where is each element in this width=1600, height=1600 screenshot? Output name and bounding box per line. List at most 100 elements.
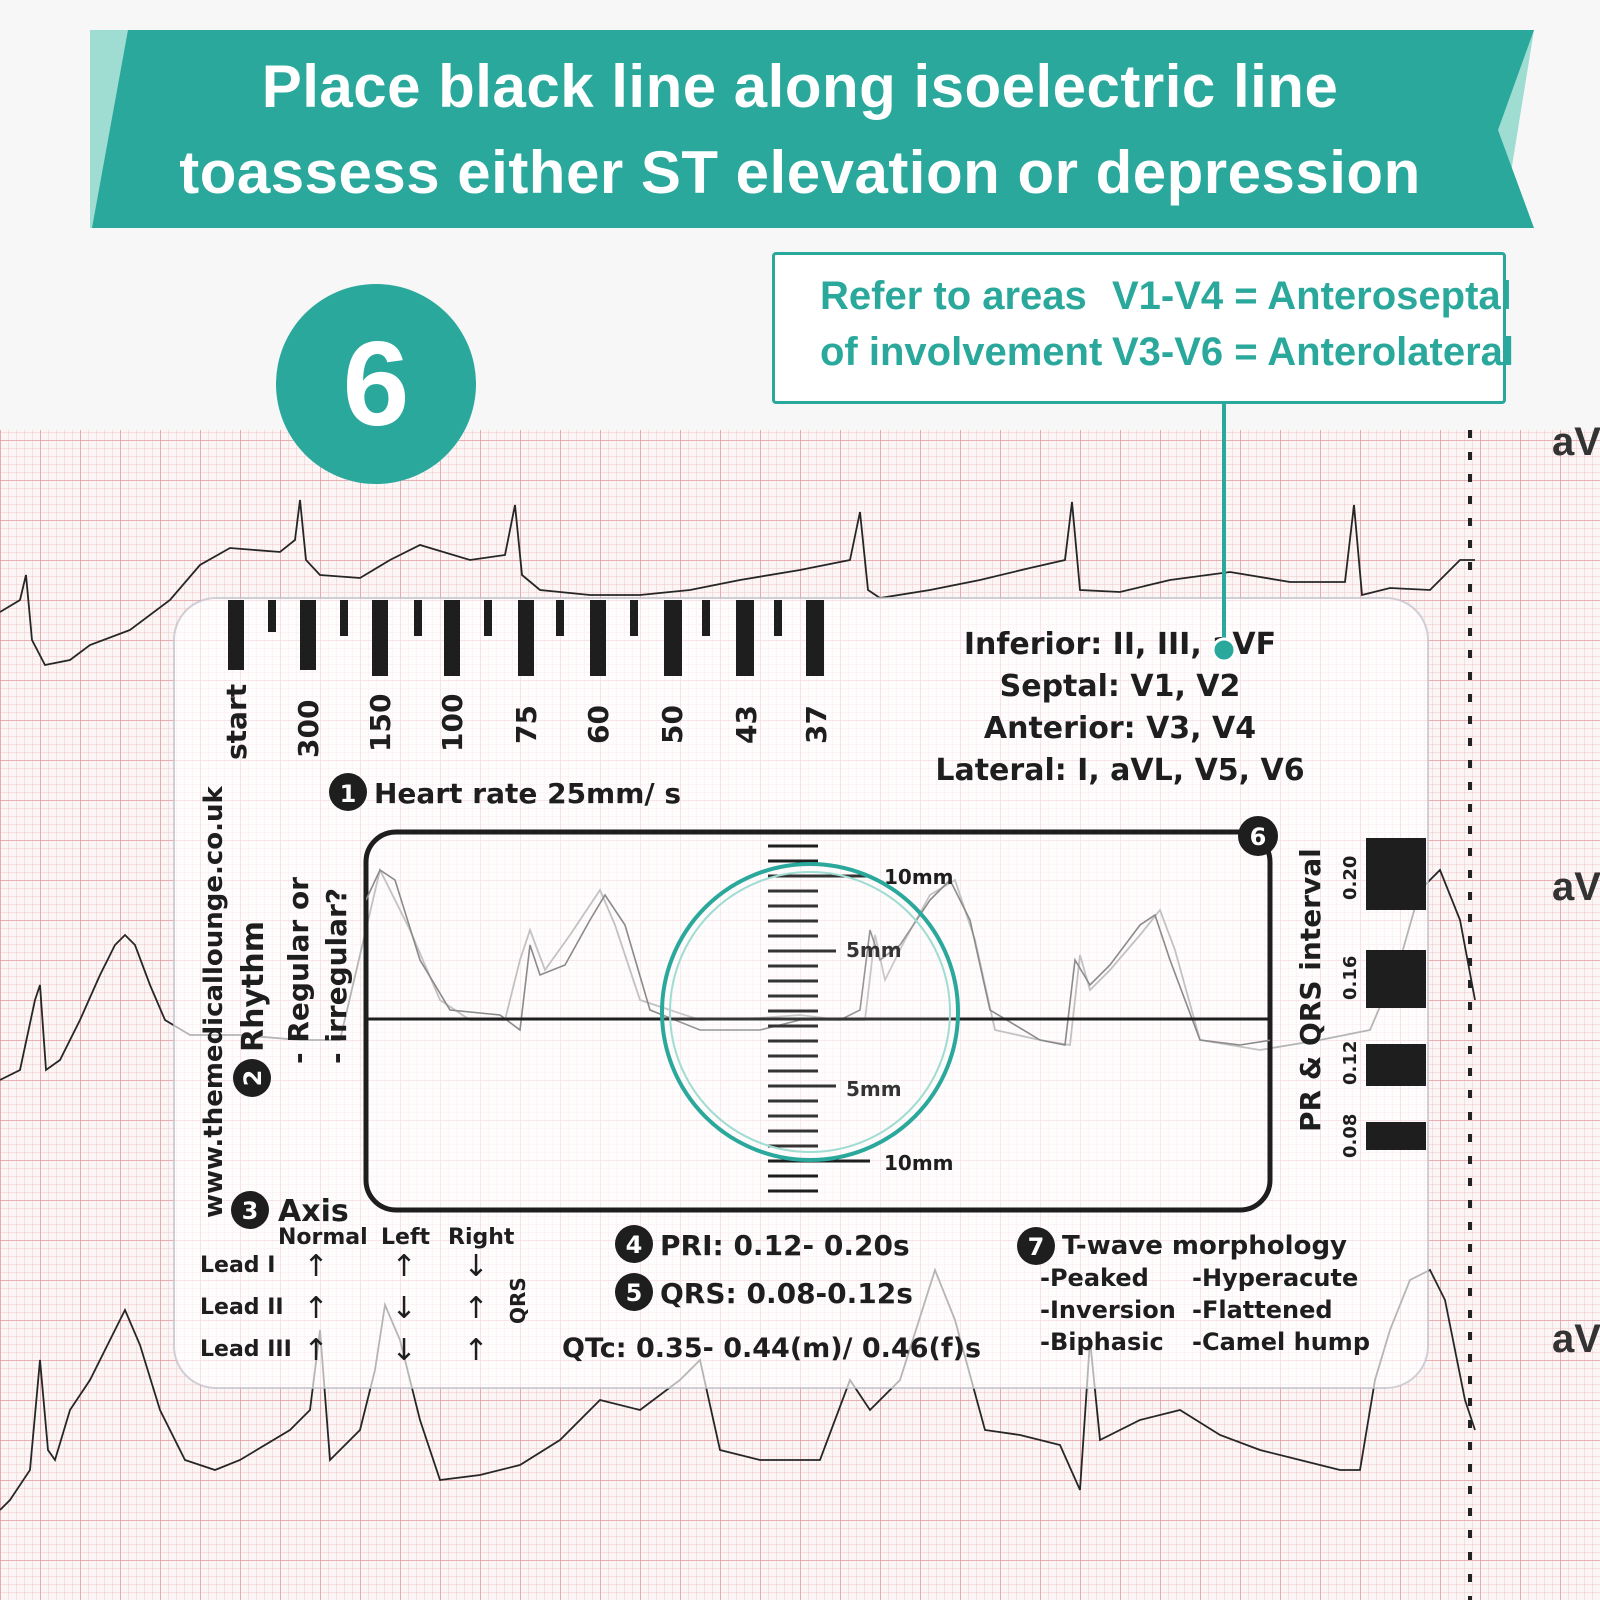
axis-arrow-i-normal: ↑: [303, 1249, 328, 1284]
rhythm-option-regular: - Regular or: [282, 877, 315, 1064]
ecg-ruler-card: start 300 150 100 75 60 50 43 37 www.the…: [173, 597, 1429, 1389]
rate-labels: start 300 150 100 75 60 50 43 37: [220, 684, 833, 760]
lead-label-bottom: aV: [1552, 1317, 1600, 1361]
twave-biphasic: -Biphasic: [1040, 1328, 1164, 1356]
step-5-badge: [615, 1273, 653, 1311]
interval-block-012: [1366, 1044, 1426, 1086]
axis-header-normal: Normal: [278, 1225, 368, 1250]
axis-arrow-ii-left: ↓: [391, 1291, 416, 1326]
axis-arrow-iii-left: ↓: [391, 1333, 416, 1368]
axis-header-left: Left: [381, 1225, 431, 1250]
banner-title-line-1: Place black line along isoelectric line: [261, 53, 1339, 120]
callout-refer-line-1: Refer to areas: [820, 274, 1087, 318]
banner: [92, 30, 1534, 228]
rhythm-section: 2 Rhythm - Regular or - irregular?: [233, 877, 353, 1097]
rate-label-37: 37: [800, 705, 833, 744]
interval-value-016: 0.16: [1340, 956, 1361, 1000]
step-6-badge: [1238, 816, 1278, 856]
step-badge: [276, 284, 476, 484]
twave-peaked: -Peaked: [1040, 1264, 1149, 1292]
mm-label-10-top: 10mm: [884, 865, 954, 889]
interval-block-008: [1366, 1122, 1426, 1150]
mm-label-5-bottom: 5mm: [846, 1077, 902, 1101]
axis-header-right: Right: [448, 1225, 515, 1250]
interval-scale-blocks: [1366, 838, 1426, 1150]
step-4-number: 4: [626, 1231, 643, 1259]
mm-label-10-bottom: 10mm: [884, 1151, 954, 1175]
twave-flattened: -Flattened: [1192, 1296, 1333, 1324]
interval-value-012: 0.12: [1340, 1041, 1361, 1085]
callout-refer-line-2: of involvement: [820, 330, 1103, 374]
step-3-badge: [231, 1191, 269, 1229]
interval-value-008: 0.08: [1340, 1114, 1361, 1158]
magnifier-lens-inner: [669, 871, 951, 1153]
interval-block-020: [1366, 838, 1426, 910]
step-1-badge: [329, 773, 367, 811]
axis-title: Axis: [278, 1194, 349, 1229]
banner-title-line-2: toassess either ST elevation or depressi…: [179, 139, 1421, 206]
lead-label-top: aV: [1552, 420, 1600, 464]
interval-scale-values: 0.20 0.16 0.12 0.08: [1340, 856, 1361, 1158]
step-5-number: 5: [626, 1279, 643, 1307]
lead-label-middle: aV: [1552, 865, 1600, 909]
axis-arrow-iii-right: ↑: [463, 1333, 488, 1368]
step-1-number: 1: [340, 780, 357, 808]
ecg-trace-top: [0, 499, 1475, 667]
heart-rate-label: Heart rate 25mm/ s: [374, 777, 681, 810]
step-2-badge: [233, 1059, 271, 1097]
mm-label-5-top: 5mm: [846, 938, 902, 962]
axis-arrow-ii-right: ↑: [463, 1291, 488, 1326]
callout-pointer-dot: [1211, 637, 1237, 663]
twave-list: -Peaked -Inversion -Biphasic -Hyperacute…: [1040, 1264, 1370, 1356]
axis-arrow-iii-normal: ↑: [303, 1333, 328, 1368]
axis-lead-1: Lead I: [200, 1253, 275, 1278]
rate-label-100: 100: [436, 694, 469, 752]
step-number: 6: [342, 317, 410, 451]
rate-label-43: 43: [730, 705, 763, 744]
step-6-ruler-number: 6: [1250, 823, 1267, 851]
involvement-callout: [772, 252, 1506, 404]
step-4-badge: [615, 1225, 653, 1263]
rate-label-60: 60: [582, 705, 615, 744]
step-3-number: 3: [242, 1197, 259, 1225]
rate-label-75: 75: [510, 705, 543, 744]
twave-inversion: -Inversion: [1040, 1296, 1176, 1324]
axis-lead-2: Lead II: [200, 1295, 284, 1320]
axis-arrow-ii-normal: ↑: [303, 1291, 328, 1326]
website-url: www.themedicallounge.co.uk: [199, 785, 229, 1218]
axis-arrows: ↑ ↑ ↓ ↑ ↓ ↑ ↑ ↓ ↑: [303, 1249, 488, 1368]
step-7-badge: [1017, 1227, 1055, 1265]
interval-value-020: 0.20: [1340, 856, 1361, 900]
pri-range: PRI: 0.12- 0.20s: [660, 1229, 910, 1262]
callout-anterolateral: V3-V6 = Anterolateral: [1112, 330, 1515, 374]
territory-septal: Septal: V1, V2: [1000, 669, 1241, 704]
interval-scale-title: PR & QRS interval: [1294, 848, 1327, 1132]
axis-qrs-label: QRS: [506, 1277, 530, 1324]
rhythm-title: Rhythm: [236, 921, 271, 1052]
qrs-range: QRS: 0.08-0.12s: [660, 1277, 913, 1310]
st-window: 10mm 5mm 5mm 10mm 6: [363, 816, 1278, 1213]
st-window-ecg: [366, 868, 1270, 1046]
axis-lead-3: Lead III: [200, 1337, 292, 1362]
step-7-number: 7: [1028, 1233, 1045, 1261]
magnifier-lens: [660, 862, 960, 1162]
twave-camel-hump: -Camel hump: [1192, 1328, 1370, 1356]
axis-arrow-i-right: ↓: [463, 1249, 488, 1284]
territory-anterior: Anterior: V3, V4: [984, 711, 1256, 746]
twave-hyperacute: -Hyperacute: [1192, 1264, 1358, 1292]
axis-table: Normal Left Right Lead I Lead II Lead II…: [200, 1225, 515, 1362]
rhythm-option-irregular: - irregular?: [320, 888, 353, 1064]
callout-anteroseptal: V1-V4 = Anteroseptal: [1112, 274, 1512, 318]
mm-scale-labels: 10mm 5mm 5mm 10mm: [846, 865, 954, 1175]
twave-title: T-wave morphology: [1062, 1231, 1347, 1261]
rate-label-start: start: [220, 684, 253, 760]
rate-label-150: 150: [364, 694, 397, 752]
rate-tick-bars: [228, 600, 824, 676]
rate-label-300: 300: [292, 700, 325, 758]
rate-label-50: 50: [656, 705, 689, 744]
qtc-range: QTc: 0.35- 0.44(m)/ 0.46(f)s: [562, 1333, 981, 1364]
interval-block-016: [1366, 950, 1426, 1008]
step-2-number: 2: [239, 1070, 267, 1087]
territory-lateral: Lateral: I, aVL, V5, V6: [935, 753, 1304, 788]
